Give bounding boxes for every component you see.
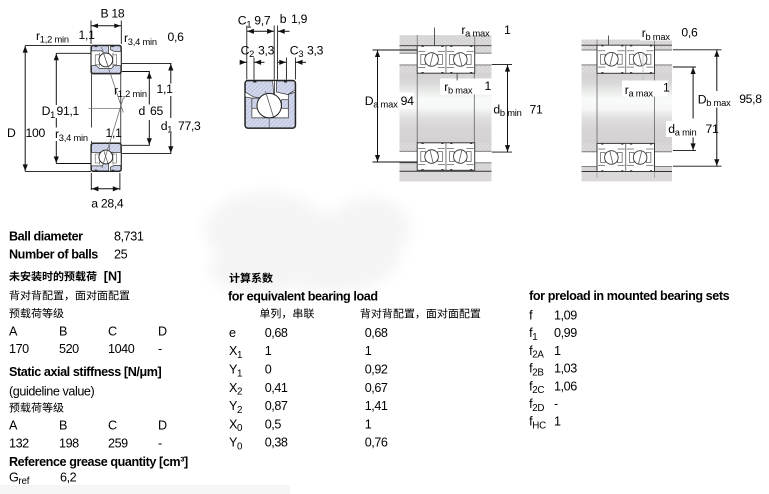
svg-text:0,67: 0,67	[365, 381, 388, 395]
svg-text:B: B	[59, 419, 67, 433]
svg-text:ra max: ra max	[461, 23, 490, 39]
svg-text:D: D	[158, 324, 167, 338]
svg-text:f2C: f2C	[529, 379, 544, 396]
svg-text:170: 170	[9, 342, 29, 356]
svg-text:Y0: Y0	[229, 436, 243, 453]
svg-text:71: 71	[530, 103, 543, 117]
svg-text:e: e	[229, 326, 236, 340]
svg-text:C: C	[108, 419, 117, 433]
svg-text:0,5: 0,5	[265, 417, 282, 431]
svg-text:b: b	[280, 12, 287, 26]
svg-text:1,9: 1,9	[291, 12, 308, 26]
svg-text:r3,4 min: r3,4 min	[124, 31, 157, 47]
svg-text:f2B: f2B	[529, 362, 544, 379]
svg-text:fHC: fHC	[529, 415, 546, 432]
svg-text:520: 520	[59, 342, 79, 356]
svg-text:D: D	[7, 126, 16, 140]
svg-text:94: 94	[401, 94, 414, 108]
svg-text:Da max: Da max	[365, 94, 398, 110]
svg-text:Static axial stiffness [N/μm]: Static axial stiffness [N/μm]	[9, 365, 162, 379]
svg-text:r1,2 min: r1,2 min	[114, 84, 147, 100]
svg-text:f2D: f2D	[529, 397, 544, 414]
svg-text:1: 1	[554, 415, 561, 429]
svg-text:0,99: 0,99	[554, 326, 577, 340]
svg-text:C: C	[108, 324, 117, 338]
svg-text:C3: C3	[290, 43, 304, 59]
svg-text:a 28,4: a 28,4	[91, 196, 124, 210]
svg-text:1040: 1040	[108, 342, 135, 356]
svg-text:25: 25	[114, 248, 128, 262]
svg-text:1: 1	[504, 23, 511, 37]
svg-text:C1: C1	[238, 14, 252, 30]
svg-text:1,06: 1,06	[554, 379, 577, 393]
svg-text:1: 1	[663, 81, 670, 95]
svg-text:D: D	[158, 419, 167, 433]
svg-text:1,03: 1,03	[554, 362, 577, 376]
svg-text:-: -	[554, 397, 558, 411]
svg-text:1,1: 1,1	[157, 82, 174, 96]
svg-text:6,2: 6,2	[60, 470, 77, 484]
svg-text:0,41: 0,41	[265, 381, 288, 395]
svg-text:0,92: 0,92	[365, 363, 388, 377]
svg-text:X2: X2	[229, 381, 242, 398]
svg-text:f1: f1	[529, 326, 537, 343]
svg-text:0,68: 0,68	[265, 326, 288, 340]
svg-text:(guideline value): (guideline value)	[9, 384, 94, 398]
svg-text:B: B	[59, 324, 67, 338]
svg-text:f2A: f2A	[529, 344, 544, 361]
svg-text:198: 198	[59, 436, 79, 450]
svg-text:1: 1	[485, 79, 492, 93]
svg-text:Y2: Y2	[229, 399, 242, 416]
svg-text:0,68: 0,68	[365, 326, 388, 340]
svg-text:A: A	[9, 419, 18, 433]
svg-text:65: 65	[150, 104, 163, 118]
svg-text:1,41: 1,41	[365, 399, 388, 413]
svg-text:for preload in mounted bearing: for preload in mounted bearing sets	[529, 289, 730, 303]
svg-text:d1: d1	[161, 119, 172, 135]
svg-text:X0: X0	[229, 417, 243, 434]
svg-text:95,8: 95,8	[739, 92, 762, 106]
svg-text:0,87: 0,87	[265, 399, 288, 413]
svg-text:9,7: 9,7	[254, 14, 271, 28]
svg-text:r1,2 min: r1,2 min	[36, 29, 69, 45]
svg-text:0,76: 0,76	[365, 436, 388, 450]
svg-text:X1: X1	[229, 344, 242, 361]
svg-text:-: -	[158, 436, 162, 450]
svg-text:-: -	[158, 342, 162, 356]
svg-text:for equivalent bearing load: for equivalent bearing load	[228, 289, 378, 303]
svg-text:Y1: Y1	[229, 363, 242, 380]
svg-text:0,6: 0,6	[168, 30, 185, 44]
svg-text:71: 71	[706, 122, 719, 136]
svg-text:259: 259	[108, 436, 128, 450]
svg-text:3,3: 3,3	[258, 43, 275, 57]
svg-text:B 18: B 18	[101, 6, 125, 20]
svg-text:1,1: 1,1	[106, 126, 123, 140]
svg-text:Reference grease quantity [cm³: Reference grease quantity [cm³]	[9, 455, 188, 469]
svg-text:8,731: 8,731	[114, 229, 144, 243]
svg-text:A: A	[9, 324, 18, 338]
svg-text:1,09: 1,09	[554, 309, 577, 323]
svg-text:0: 0	[265, 363, 272, 377]
svg-text:77,3: 77,3	[178, 119, 201, 133]
svg-text:132: 132	[9, 436, 29, 450]
svg-text:Gref: Gref	[9, 470, 30, 487]
svg-text:3,3: 3,3	[307, 43, 324, 57]
svg-text:91,1: 91,1	[57, 104, 80, 118]
svg-text:d: d	[139, 104, 145, 118]
svg-text:1: 1	[265, 344, 272, 358]
svg-text:[N]: [N]	[104, 269, 121, 283]
svg-text:Number of balls: Number of balls	[9, 248, 98, 262]
svg-text:Ball diameter: Ball diameter	[9, 229, 83, 243]
svg-text:0,6: 0,6	[681, 25, 698, 39]
svg-text:0,38: 0,38	[265, 436, 288, 450]
svg-text:100: 100	[26, 126, 46, 140]
svg-text:1: 1	[365, 417, 372, 431]
svg-text:C2: C2	[241, 43, 255, 59]
svg-text:1,1: 1,1	[79, 28, 96, 42]
svg-text:1: 1	[365, 344, 372, 358]
svg-text:1: 1	[554, 344, 561, 358]
svg-text:f: f	[529, 309, 533, 323]
